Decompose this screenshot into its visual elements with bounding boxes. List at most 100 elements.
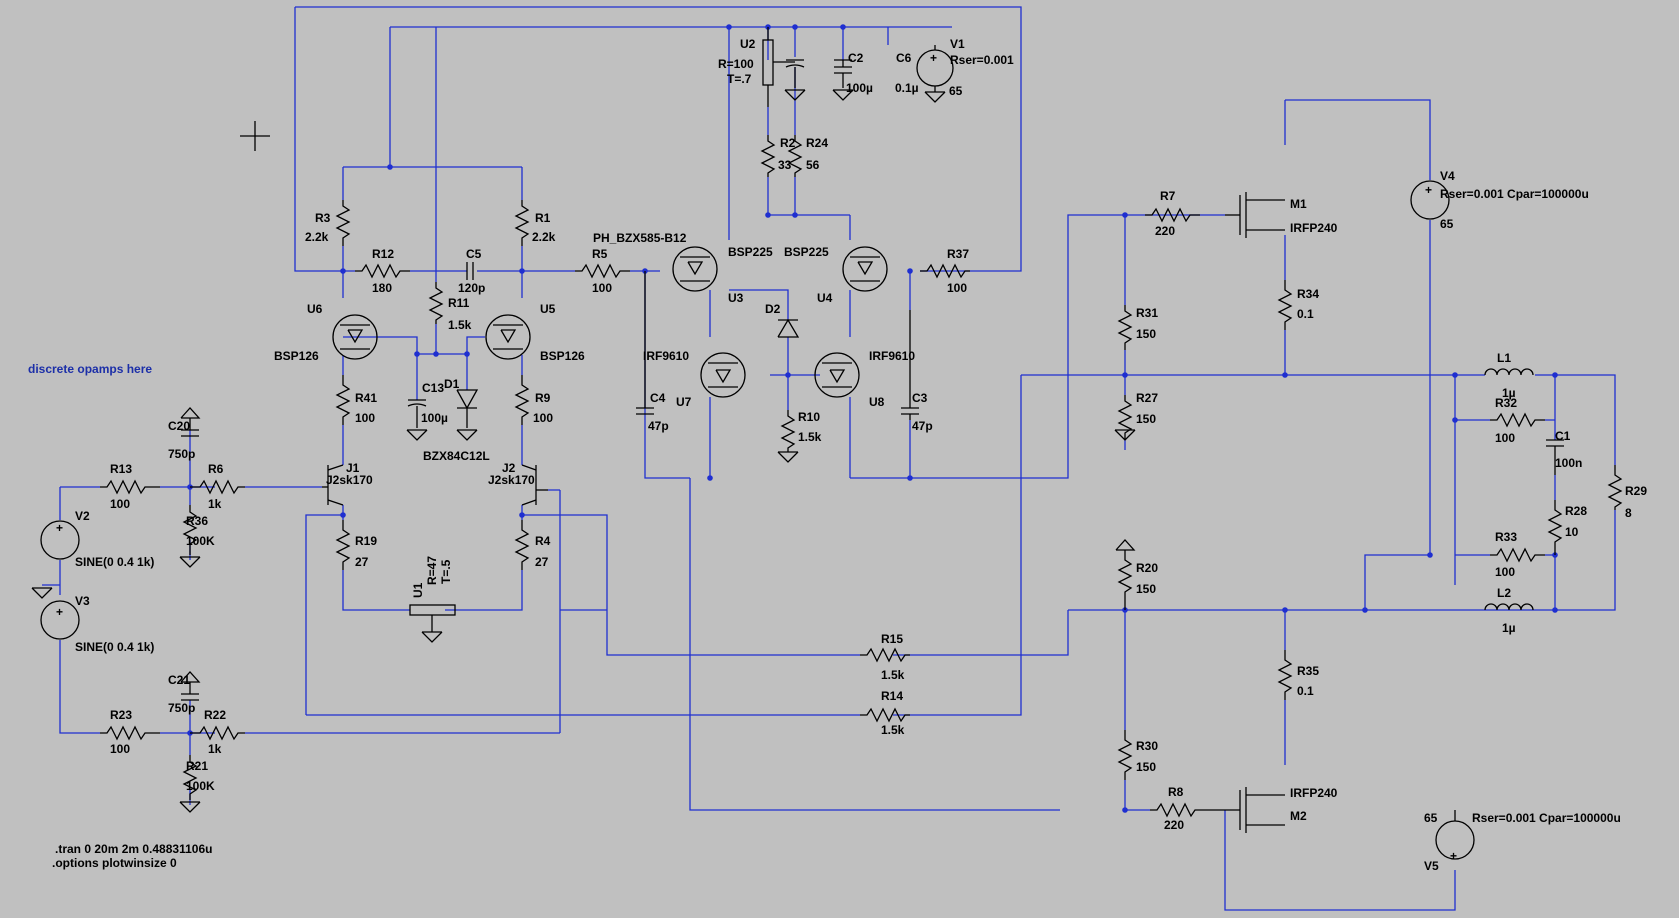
label-r27: R27 [1136, 391, 1158, 405]
svg-text:1k: 1k [208, 497, 222, 511]
svg-text:R=100: R=100 [718, 57, 754, 71]
label-u8: U8 [869, 395, 885, 409]
label-d2: D2 [765, 302, 781, 316]
svg-text:1.5k: 1.5k [798, 430, 822, 444]
svg-text:2.2k: 2.2k [532, 230, 556, 244]
label-r7: R7 [1160, 189, 1176, 203]
label-r31: R31 [1136, 306, 1158, 320]
svg-text:150: 150 [1136, 582, 1156, 596]
svg-text:120p: 120p [458, 281, 485, 295]
label-c20: C20 [168, 419, 190, 433]
svg-text:750p: 750p [168, 447, 195, 461]
label-j2: J2 [502, 461, 516, 475]
junction-dots [187, 24, 1558, 813]
label-m1: M1 [1290, 197, 1307, 211]
label-r37: R37 [947, 247, 969, 261]
svg-text:+: + [56, 605, 63, 619]
svg-text:100: 100 [947, 281, 967, 295]
svg-text:1.5k: 1.5k [881, 668, 905, 682]
svg-text:1µ: 1µ [1502, 621, 1516, 635]
label-v2: V2 [75, 509, 90, 523]
svg-text:1.5k: 1.5k [881, 723, 905, 737]
label-u6: U6 [307, 302, 323, 316]
label-r4: R4 [535, 534, 551, 548]
diode-symbols [456, 318, 800, 428]
label-r29: R29 [1625, 484, 1647, 498]
label-u1: U1 [411, 582, 425, 598]
label-r30: R30 [1136, 739, 1158, 753]
svg-text:1.5k: 1.5k [448, 318, 472, 332]
label-r24: R24 [806, 136, 828, 150]
label-r8: R8 [1168, 785, 1184, 799]
svg-text:150: 150 [1136, 412, 1156, 426]
svg-text:0.1: 0.1 [1297, 684, 1314, 698]
label-c5: C5 [466, 247, 482, 261]
svg-text:100n: 100n [1555, 456, 1582, 470]
svg-text:Rser=0.001 Cpar=100000u: Rser=0.001 Cpar=100000u [1440, 187, 1589, 201]
ground-symbols [31, 89, 1136, 813]
label-r20: R20 [1136, 561, 1158, 575]
svg-text:220: 220 [1155, 224, 1175, 238]
svg-text:8: 8 [1625, 506, 1632, 520]
svg-text:0.1µ: 0.1µ [895, 81, 919, 95]
label-u5: U5 [540, 302, 556, 316]
svg-text:100: 100 [533, 411, 553, 425]
svg-text:SINE(0 0.4 1k): SINE(0 0.4 1k) [75, 640, 154, 654]
label-c21: C21 [168, 673, 190, 687]
label-r10: R10 [798, 410, 820, 424]
svg-text:T=.5: T=.5 [439, 559, 453, 584]
svg-text:100: 100 [592, 281, 612, 295]
label-r1: R1 [535, 211, 551, 225]
directive-options: .options plotwinsize 0 [52, 856, 177, 870]
label-r5: R5 [592, 247, 608, 261]
label-r35: R35 [1297, 664, 1319, 678]
note-discrete-opamps: discrete opamps here [28, 362, 152, 376]
label-u4: U4 [817, 291, 833, 305]
svg-text:IRFP240: IRFP240 [1290, 786, 1338, 800]
label-r11: R11 [448, 296, 470, 310]
svg-text:J2sk170: J2sk170 [488, 473, 535, 487]
label-v4: V4 [1440, 169, 1455, 183]
svg-text:2.2k: 2.2k [305, 230, 329, 244]
label-u2: U2 [740, 37, 756, 51]
svg-text:PH_BZX585-B12: PH_BZX585-B12 [593, 231, 687, 245]
svg-text:1µ: 1µ [1502, 386, 1516, 400]
svg-text:+: + [56, 521, 63, 535]
label-c2: C2 [848, 51, 864, 65]
directive-tran: .tran 0 20m 2m 0.48831106u [55, 842, 212, 856]
svg-text:+: + [1450, 849, 1457, 863]
svg-text:IRF9610: IRF9610 [643, 349, 689, 363]
label-r41: R41 [355, 391, 377, 405]
wires [42, 6, 1616, 911]
svg-text:100µ: 100µ [421, 411, 448, 425]
capacitor-symbols [181, 59, 1564, 701]
labels: discrete opamps here .tran 0 20m 2m 0.48… [28, 37, 1647, 873]
svg-text:100K: 100K [186, 779, 215, 793]
svg-text:47p: 47p [648, 419, 669, 433]
source-symbols: +++++ [40, 45, 1475, 863]
svg-text:BZX84C12L: BZX84C12L [423, 449, 490, 463]
svg-text:BSP225: BSP225 [784, 245, 829, 259]
label-v3: V3 [75, 594, 90, 608]
svg-text:BSP126: BSP126 [274, 349, 319, 363]
label-r36: R36 [186, 514, 208, 528]
svg-text:750p: 750p [168, 701, 195, 715]
transistor-symbols [322, 192, 1285, 833]
svg-text:65: 65 [1424, 811, 1438, 825]
svg-text:100µ: 100µ [846, 81, 873, 95]
label-r3: R3 [315, 211, 331, 225]
label-r15: R15 [881, 632, 903, 646]
resistor-symbols [100, 135, 1623, 818]
label-l1: L1 [1497, 351, 1511, 365]
label-v1: V1 [950, 37, 965, 51]
label-c1: C1 [1555, 429, 1571, 443]
svg-text:27: 27 [355, 555, 369, 569]
svg-text:100: 100 [355, 411, 375, 425]
svg-text:0.1: 0.1 [1297, 307, 1314, 321]
label-r12: R12 [372, 247, 394, 261]
svg-text:47p: 47p [912, 419, 933, 433]
label-j1: J1 [346, 461, 360, 475]
label-r2: R2 [780, 136, 796, 150]
label-r19: R19 [355, 534, 377, 548]
